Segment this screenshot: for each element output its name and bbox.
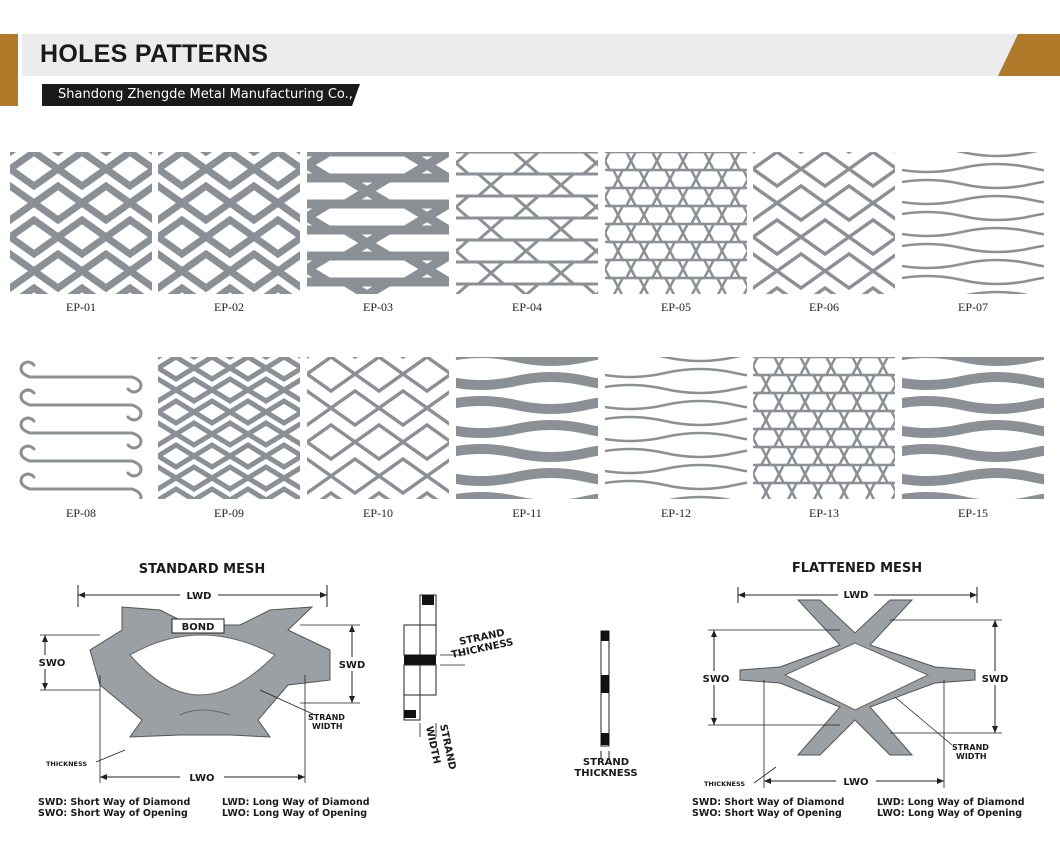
flattened-lwd-label: LWD (844, 590, 869, 601)
mesh-pattern-image (307, 357, 449, 499)
pattern-tile-ep-12 (605, 357, 747, 499)
pattern-code-label: EP-06 (809, 300, 839, 314)
pattern-code-label: EP-04 (512, 300, 542, 314)
standard-strand-width-label-2: WIDTH (312, 722, 343, 731)
company-bar (42, 84, 360, 106)
standard-swd-label: SWD (339, 660, 366, 671)
pattern-code-label: EP-02 (214, 300, 244, 314)
mesh-pattern-image (456, 357, 598, 499)
flattened-mesh-title: FLATTENED MESH (792, 561, 922, 576)
flattened-strand-width-label-2: WIDTH (956, 752, 987, 761)
strand-detail-diagram: STRAND THICKNESS STRAND WIDTH (403, 594, 514, 771)
standard-legend-right: LWD: Long Way of Diamond LWO: Long Way o… (222, 797, 370, 819)
pattern-code-label: EP-15 (958, 506, 988, 520)
pattern-tile-ep-01 (10, 152, 152, 294)
pattern-tile-ep-06 (753, 152, 895, 294)
mesh-pattern-image (605, 357, 747, 499)
pattern-code-label: EP-03 (363, 300, 393, 314)
flattened-swo-label: SWO (703, 674, 730, 685)
mesh-pattern-image (158, 357, 300, 499)
pattern-tile-ep-13 (753, 357, 895, 499)
mesh-pattern-image (307, 152, 449, 294)
standard-mesh-title: STANDARD MESH (139, 562, 265, 577)
pattern-tile-ep-08 (10, 357, 152, 499)
standard-mesh-diagram: STANDARD MESH LWD BOND SWO SWD STRAND WI… (34, 562, 370, 784)
pattern-tile-ep-04 (456, 152, 598, 294)
flattened-legend-left: SWD: Short Way of Diamond SWO: Short Way… (692, 797, 844, 819)
pattern-tile-ep-05 (605, 152, 747, 294)
pattern-tile-ep-03 (307, 152, 449, 294)
standard-lwd-label: LWD (187, 591, 212, 602)
pattern-code-label: EP-08 (66, 506, 96, 520)
pattern-code-label: EP-05 (661, 300, 691, 314)
strand-width-label-1: STRAND (437, 723, 457, 770)
flattened-thickness-label: THICKNESS (704, 780, 745, 788)
thickness-label-2: THICKNESS (574, 768, 637, 779)
legend-lwo: LWO: Long Way of Opening (222, 808, 368, 819)
mesh-pattern-image (10, 152, 152, 294)
thickness-label-1: STRAND (583, 757, 629, 768)
flattened-lwo-label: LWO (843, 777, 868, 788)
mesh-pattern-image (902, 357, 1044, 499)
mesh-pattern-image (753, 152, 895, 294)
flattened-strand-width-label-1: STRAND (952, 743, 989, 752)
flattened-legend-right: LWD: Long Way of Diamond LWO: Long Way o… (877, 797, 1025, 819)
legend-swd-2: SWD: Short Way of Diamond (692, 797, 845, 808)
standard-lwo-label: LWO (189, 773, 214, 784)
mesh-pattern-image (158, 152, 300, 294)
pattern-code-label: EP-01 (66, 300, 96, 314)
pattern-tile-ep-15 (902, 357, 1044, 499)
page-title: HOLES PATTERNS (40, 40, 269, 68)
legend-swd: SWD: Short Way of Diamond (38, 797, 191, 808)
company-name: Shandong Zhengde Metal Manufacturing Co.… (58, 87, 382, 102)
thickness-detail-diagram: STRAND THICKNESS (574, 630, 638, 779)
legend-swo: SWO: Short Way of Opening (38, 808, 188, 819)
pattern-tile-ep-10 (307, 357, 449, 499)
pattern-code-label: EP-09 (214, 506, 244, 520)
bond-label: BOND (182, 622, 215, 633)
pattern-tile-ep-02 (158, 152, 300, 294)
mesh-pattern-image (753, 357, 895, 499)
legend-lwd: LWD: Long Way of Diamond (222, 797, 370, 808)
left-accent-bar (0, 34, 18, 106)
standard-strand-width-label-1: STRAND (308, 713, 345, 722)
pattern-code-label: EP-12 (661, 506, 691, 520)
header-band (22, 34, 1022, 76)
right-accent-shape (998, 34, 1060, 76)
standard-swo-label: SWO (39, 658, 66, 669)
pattern-tile-ep-11 (456, 357, 598, 499)
mesh-pattern-image (902, 152, 1044, 294)
pattern-code-label: EP-13 (809, 506, 839, 520)
pattern-code-label: EP-10 (363, 506, 393, 520)
legend-swo-2: SWO: Short Way of Opening (692, 808, 842, 819)
standard-legend-left: SWD: Short Way of Diamond SWO: Short Way… (38, 797, 190, 819)
mesh-pattern-image (10, 357, 152, 499)
standard-thickness-label: THICKNESS (46, 760, 87, 768)
pattern-code-label: EP-11 (512, 506, 542, 520)
flattened-mesh-diagram: FLATTENED MESH LWD SWO SWD STRAND WIDTH … (698, 561, 1013, 788)
pattern-tile-ep-09 (158, 357, 300, 499)
legend-lwd-2: LWD: Long Way of Diamond (877, 797, 1025, 808)
pattern-code-label: EP-07 (958, 300, 988, 314)
mesh-pattern-image (456, 152, 598, 294)
legend-lwo-2: LWO: Long Way of Opening (877, 808, 1023, 819)
pattern-tile-ep-07 (902, 152, 1044, 294)
flattened-swd-label: SWD (982, 674, 1009, 685)
mesh-pattern-image (605, 152, 747, 294)
